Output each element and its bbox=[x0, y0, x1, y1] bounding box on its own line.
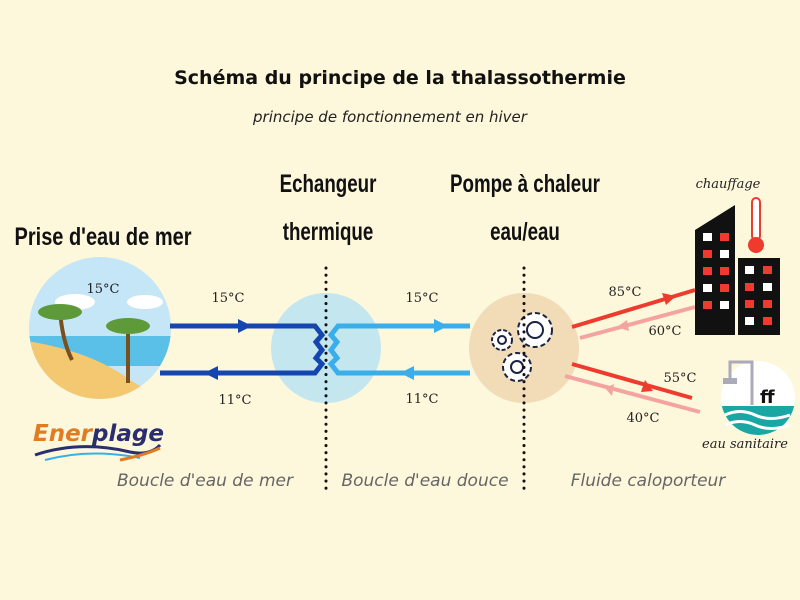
arrow-left-icon bbox=[617, 320, 629, 331]
arrow-left-icon bbox=[605, 384, 614, 396]
arrow-left-icon bbox=[400, 366, 414, 380]
fresh-loop-pipes bbox=[327, 323, 470, 376]
pump-label-2: eau/eau bbox=[490, 217, 560, 245]
svg-text:Enerplage: Enerplage bbox=[33, 421, 164, 447]
fresh-loop-label: Boucle d'eau douce bbox=[341, 471, 508, 491]
sanitary-return-line bbox=[564, 374, 701, 414]
sanitary-supply-line bbox=[571, 362, 693, 400]
heat-pump-circle bbox=[469, 293, 579, 403]
arrow-right-icon bbox=[641, 380, 653, 392]
sea-loop-label: Boucle d'eau de mer bbox=[117, 471, 294, 491]
sea-temperature: 15°C bbox=[87, 282, 120, 297]
arrow-right-icon bbox=[238, 319, 252, 333]
sea-intake-label: Prise d'eau de mer bbox=[15, 223, 192, 251]
heating-out-temperature: 85°C bbox=[609, 285, 642, 300]
heating-return-line bbox=[579, 305, 696, 340]
fresh-return-temperature: 11°C bbox=[406, 392, 439, 407]
sanitary-label: eau sanitaire bbox=[702, 437, 788, 452]
building-icon bbox=[695, 205, 780, 335]
exchanger-label-1: Echangeur bbox=[280, 169, 377, 197]
exchanger-label-2: thermique bbox=[283, 217, 374, 245]
sea-loop-pipes bbox=[160, 323, 326, 376]
arrow-right-icon bbox=[434, 319, 448, 333]
heat-carrier-label: Fluide caloporteur bbox=[571, 471, 727, 491]
thermometer-icon bbox=[748, 197, 764, 253]
sanitary-return-temperature: 40°C bbox=[627, 411, 660, 426]
arrow-right-icon bbox=[662, 293, 676, 305]
sanitary-out-temperature: 55°C bbox=[664, 371, 697, 386]
svg-text:ff: ff bbox=[760, 387, 775, 408]
fresh-out-temperature: 15°C bbox=[406, 291, 439, 306]
diagram-title: Schéma du principe de la thalassothermie bbox=[174, 67, 626, 89]
arrow-left-icon bbox=[204, 366, 218, 380]
pump-label-1: Pompe à chaleur bbox=[450, 169, 600, 197]
heating-return-temperature: 60°C bbox=[649, 324, 682, 339]
beach-icon bbox=[29, 257, 171, 399]
diagram-subtitle: principe de fonctionnement en hiver bbox=[252, 108, 528, 126]
sanitary-water-icon: ff bbox=[721, 360, 795, 435]
sea-out-temperature: 15°C bbox=[212, 291, 245, 306]
heating-label: chauffage bbox=[696, 177, 761, 192]
sea-return-temperature: 11°C bbox=[219, 393, 252, 408]
enerplage-logo: Enerplage bbox=[33, 421, 164, 462]
